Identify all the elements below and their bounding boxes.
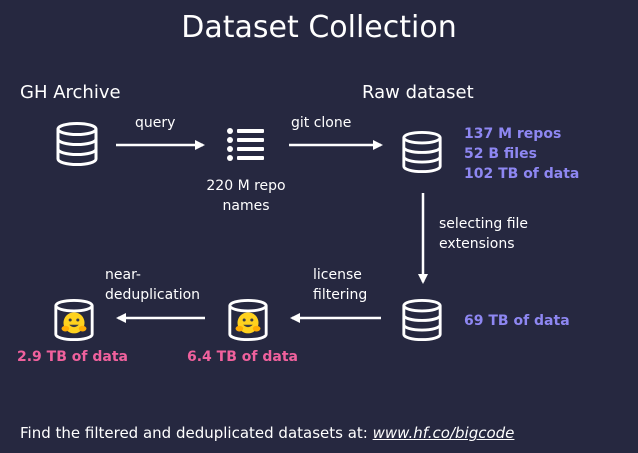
node-raw-dataset: Raw dataset [362, 82, 474, 103]
hugging-face-database-icon [52, 297, 96, 343]
stat-raw-files: 52 B files [464, 146, 537, 162]
list-icon [226, 127, 266, 161]
edge-label-line: selecting file [439, 216, 529, 232]
stat-raw-repos: 137 M repos [464, 126, 562, 142]
edge-label-line: filtering [313, 287, 368, 303]
repo-names-line: names [222, 198, 270, 214]
stat-raw-data: 102 TB of data [464, 166, 580, 182]
edge-label-near-dedup: near- deduplication [105, 265, 200, 305]
hugging-face-emoji [61, 312, 87, 334]
edge-label-query: query [135, 115, 176, 131]
edge-label-selecting-extensions: selecting file extensions [439, 214, 528, 254]
edge-label-line: license [313, 267, 362, 283]
footer: Find the filtered and deduplicated datas… [20, 424, 514, 442]
stat-dedup-data: 2.9 TB of data [17, 349, 128, 365]
bigcode-link[interactable]: www.hf.co/bigcode [372, 424, 515, 442]
database-icon [54, 121, 100, 167]
edge-label-line: extensions [439, 236, 515, 252]
stat-extensions-data: 69 TB of data [464, 313, 570, 329]
edge-label-line: near- [105, 267, 141, 283]
hugging-face-database-icon [226, 297, 270, 343]
database-icon [400, 129, 444, 175]
edge-label-license-filtering: license filtering [313, 265, 367, 305]
node-gh-archive: GH Archive [20, 82, 121, 103]
diagram-title: Dataset Collection [181, 10, 457, 45]
database-icon [400, 297, 444, 343]
edge-label-line: deduplication [105, 287, 201, 303]
repo-names-label: 220 M repo names [188, 176, 304, 216]
hugging-face-emoji [235, 312, 261, 334]
raw-dataset-stats: 137 M repos 52 B files 102 TB of data [464, 124, 579, 184]
repo-names-line: 220 M repo [206, 178, 286, 194]
edge-label-git-clone: git clone [291, 115, 352, 131]
footer-text: Find the filtered and deduplicated datas… [20, 424, 373, 442]
stat-license-data: 6.4 TB of data [187, 349, 298, 365]
